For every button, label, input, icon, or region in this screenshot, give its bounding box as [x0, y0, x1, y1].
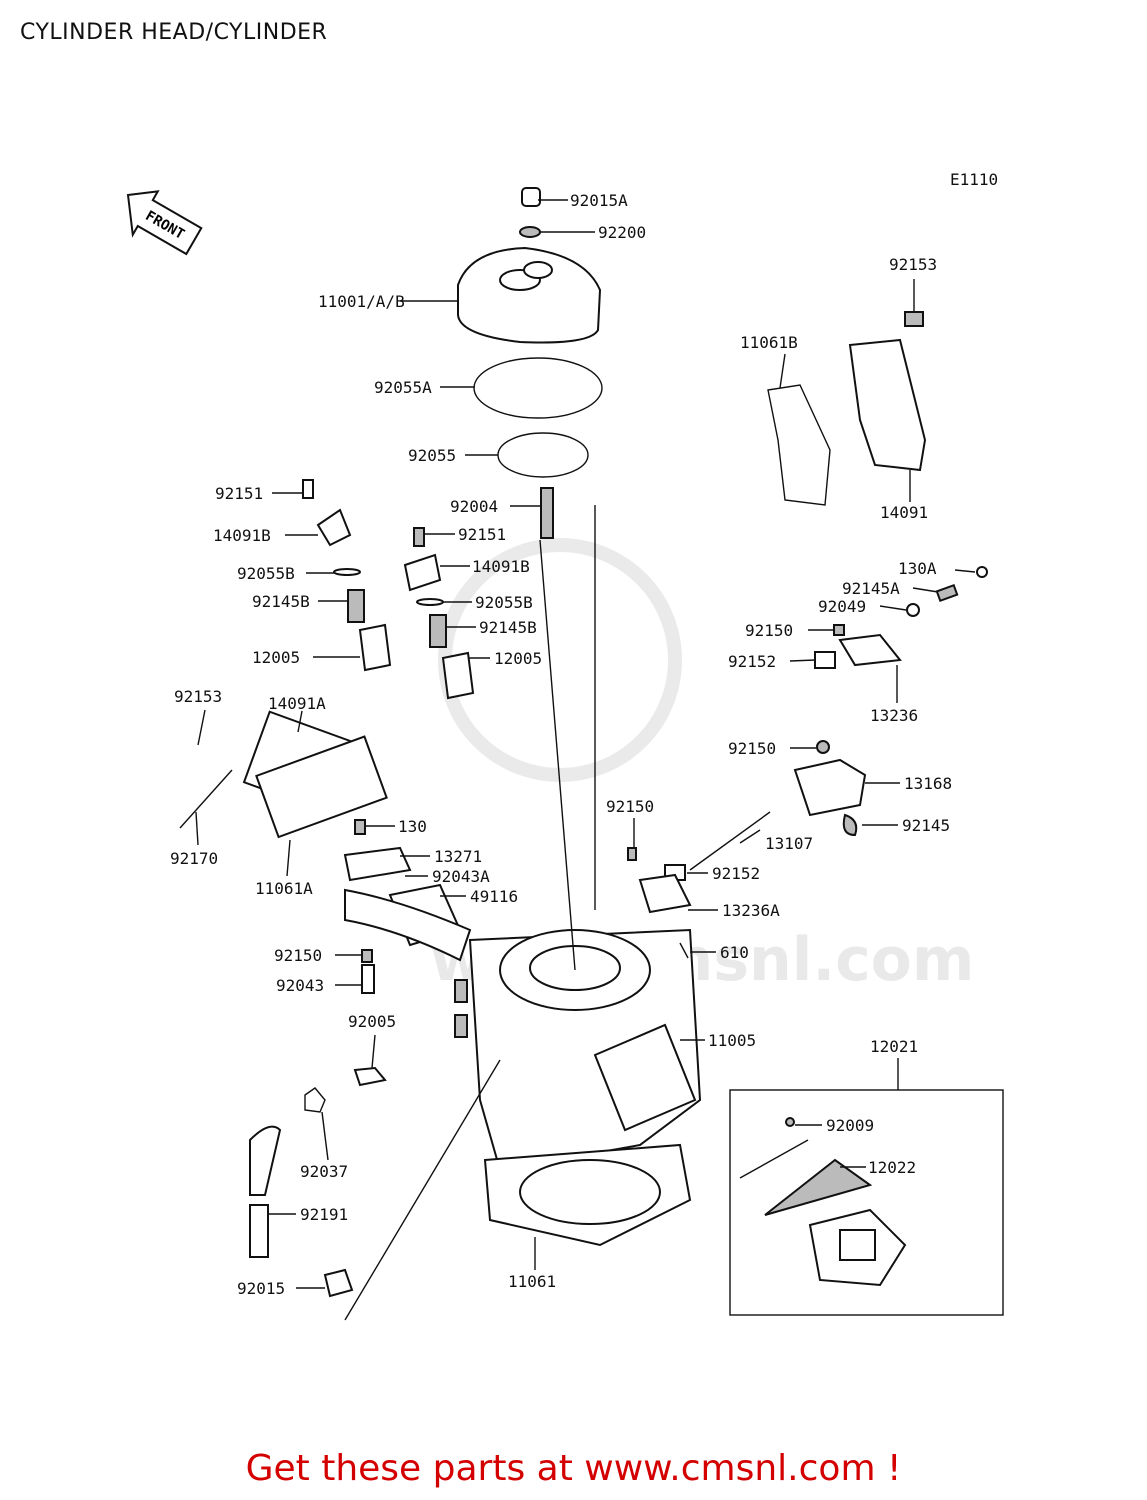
part-label: 92191 — [300, 1205, 348, 1224]
part-label: 92145 — [902, 816, 950, 835]
part-label: 92004 — [450, 497, 498, 516]
part-label: 92153 — [889, 255, 937, 274]
part-label: 12005 — [494, 649, 542, 668]
reed-valve-inset — [729, 1089, 1004, 1316]
part-label: 92151 — [458, 525, 506, 544]
part-label: 92200 — [598, 223, 646, 242]
part-label: 92145A — [842, 579, 900, 598]
part-label: 92150 — [274, 946, 322, 965]
part-label: 92152 — [728, 652, 776, 671]
part-label: 92145B — [252, 592, 310, 611]
part-label: 92015A — [570, 191, 628, 210]
footer-cta-link[interactable]: Get these parts at www.cmsnl.com ! — [245, 1448, 902, 1489]
part-label: 12022 — [868, 1158, 916, 1177]
part-label: 130A — [898, 559, 937, 578]
part-label: 92055A — [374, 378, 432, 397]
left-valve-assembly — [302, 479, 475, 700]
lower-left-parts — [249, 949, 387, 1298]
part-label: 92152 — [712, 864, 760, 883]
part-label: 13107 — [765, 834, 813, 853]
part-label: 49116 — [470, 887, 518, 906]
diagram-code: E1110 — [950, 170, 998, 189]
part-label: 92055B — [237, 564, 295, 583]
part-label: 13168 — [904, 774, 952, 793]
part-label: 92005 — [348, 1012, 396, 1031]
part-label: 92037 — [300, 1162, 348, 1181]
part-label: 92145B — [479, 618, 537, 637]
part-label: 14091A — [268, 694, 326, 713]
part-label: 92055B — [475, 593, 533, 612]
part-label: 92151 — [215, 484, 263, 503]
part-label: 92049 — [818, 597, 866, 616]
part-label: 11061 — [508, 1272, 556, 1291]
part-label: 92150 — [728, 739, 776, 758]
watermark-logo: www.cmsnl.com — [430, 538, 974, 995]
part-label: 11001/A/B — [318, 292, 405, 311]
part-label: 610 — [720, 943, 749, 962]
part-label: 92043A — [432, 867, 490, 886]
left-cover-assembly — [179, 710, 472, 962]
cylinder-head — [457, 187, 603, 539]
part-label: 130 — [398, 817, 427, 836]
part-label: 92043 — [276, 976, 324, 995]
exhaust-valve-covers — [767, 311, 927, 506]
cylinder-block — [454, 928, 702, 1247]
part-label: 13236 — [870, 706, 918, 725]
part-label: 92009 — [826, 1116, 874, 1135]
part-label: 12021 — [870, 1037, 918, 1056]
part-number-labels: 92015A 92200 11001/A/B 92055A 92055 9200… — [170, 191, 952, 1298]
leader-lines — [195, 199, 976, 1321]
power-valve-assembly — [627, 566, 988, 959]
part-label: 11005 — [708, 1031, 756, 1050]
part-label: 92150 — [606, 797, 654, 816]
part-label: 92150 — [745, 621, 793, 640]
part-label: 11061B — [740, 333, 798, 352]
part-label: 13236A — [722, 901, 780, 920]
part-label: 92170 — [170, 849, 218, 868]
part-label: 12005 — [252, 648, 300, 667]
part-label: 92055 — [408, 446, 456, 465]
part-label: 92015 — [237, 1279, 285, 1298]
part-label: 14091 — [880, 503, 928, 522]
diagram-title: CYLINDER HEAD/CYLINDER — [20, 20, 328, 45]
part-label: 14091B — [472, 557, 530, 576]
part-label: 92153 — [174, 687, 222, 706]
part-label: 14091B — [213, 526, 271, 545]
part-label: 13271 — [434, 847, 482, 866]
part-label: 11061A — [255, 879, 313, 898]
front-arrow-icon: FRONT — [126, 190, 203, 256]
